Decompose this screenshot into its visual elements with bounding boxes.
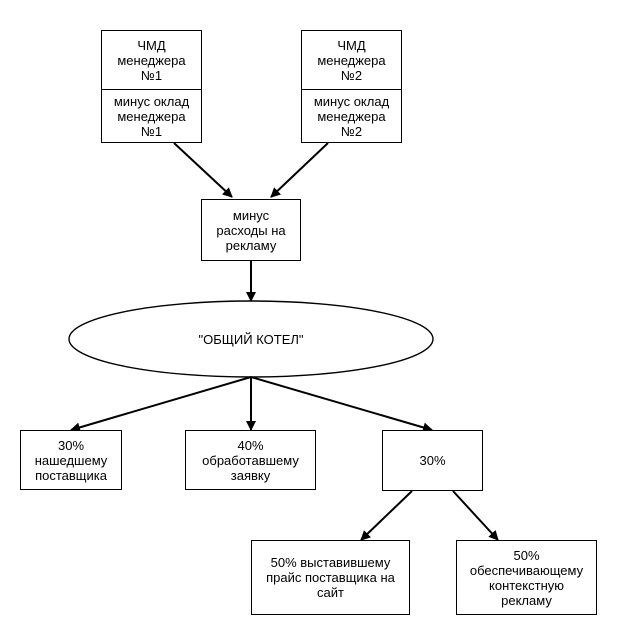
ad-costs-node: минус расходы на рекламу bbox=[201, 199, 301, 261]
found-supplier-node: 30% нашедшему поставщика bbox=[20, 430, 122, 490]
processed-request-node: 40% обработавшему заявку bbox=[185, 430, 316, 490]
edge-pool-to-found-supplier bbox=[70, 376, 252, 433]
manager1-node: ЧМД менеджера №1 минус оклад менеджера №… bbox=[101, 30, 202, 143]
manager2-node: ЧМД менеджера №2 минус оклад менеджера №… bbox=[301, 30, 402, 143]
edge-thirty-to-context-ads bbox=[452, 490, 499, 541]
context-ads-node: 50% обеспечивающему контекстную рекламу bbox=[456, 540, 597, 615]
manager2-salary-label: минус оклад менеджера №2 bbox=[302, 89, 401, 142]
edge-thirty-to-posted-price bbox=[360, 490, 413, 541]
edge-manager2-to-ad-costs bbox=[270, 142, 329, 198]
manager1-revenue-label: ЧМД менеджера №1 bbox=[117, 37, 186, 83]
manager2-revenue-label: ЧМД менеджера №2 bbox=[317, 37, 386, 83]
manager1-salary-label: минус оклад менеджера №1 bbox=[102, 89, 201, 142]
edge-manager1-to-ad-costs bbox=[173, 142, 233, 198]
common-pool-label: "ОБЩИЙ КОТЕЛ" bbox=[198, 331, 304, 347]
thirty-node: 30% bbox=[382, 430, 483, 491]
posted-price-node: 50% выставившему прайс поставщика на сай… bbox=[251, 540, 410, 615]
edge-pool-to-thirty bbox=[250, 376, 433, 433]
